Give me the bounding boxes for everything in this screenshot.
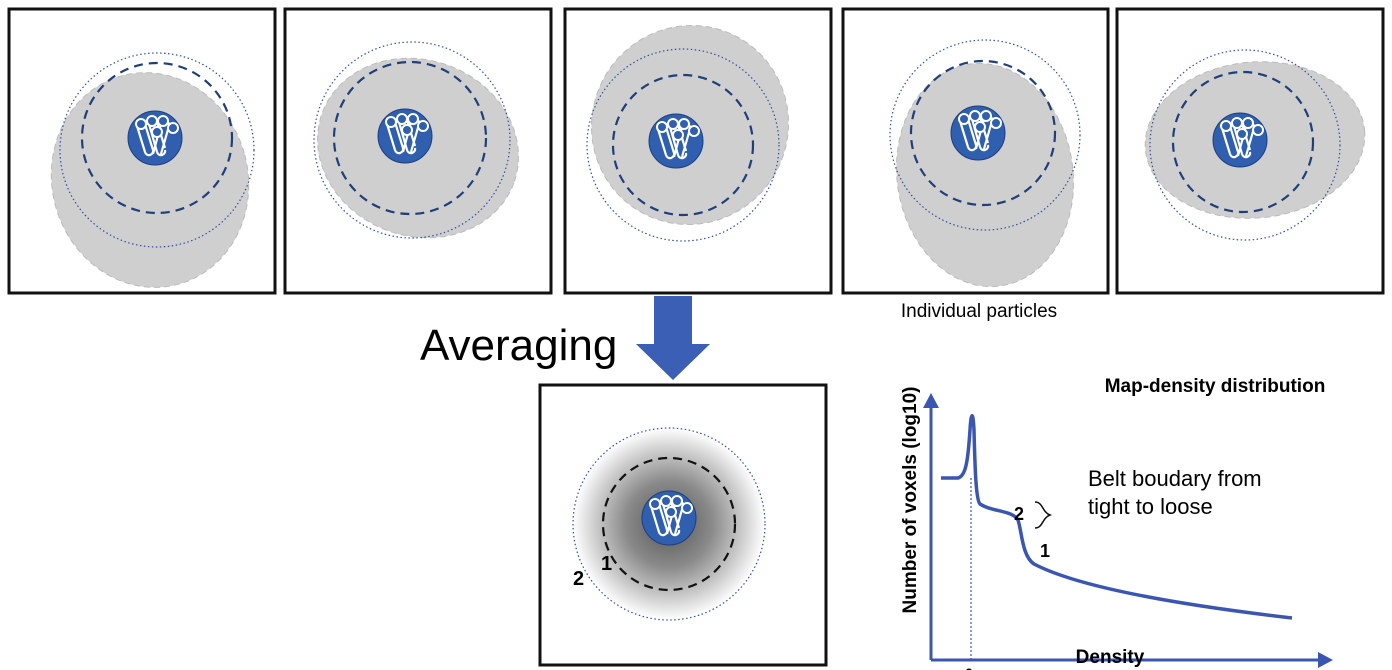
individual-particles-label: Individual particles (901, 301, 1057, 322)
inner-boundary-ring (601, 456, 737, 592)
plot-title: Map-density distribution (1105, 376, 1326, 397)
density-plot: Map-density distribution Number of voxel… (900, 376, 1333, 670)
down-arrow (636, 296, 710, 380)
particle-panel-5 (1115, 7, 1385, 295)
averaging-label: Averaging (420, 321, 617, 370)
curve-point-2: 2 (1014, 504, 1024, 524)
particle-panel-1 (7, 7, 277, 295)
annotation-brace (1034, 501, 1053, 529)
ring-label-1: 1 (601, 553, 612, 575)
averaged-panel: 1 2 (538, 383, 828, 667)
particle-panel-4 (841, 7, 1110, 295)
curve-point-1: 1 (1040, 541, 1050, 561)
density-curve (941, 414, 1293, 620)
x-axis-arrowhead (1318, 652, 1333, 668)
annotation-line-1: Belt boudary from (1088, 466, 1262, 491)
y-axis-label: Number of voxels (log10) (900, 387, 921, 614)
zero-tick-label: 0 (965, 665, 973, 670)
x-axis-label: Density (1076, 647, 1145, 668)
particle-panel-2 (283, 7, 553, 295)
particle-panel-3 (563, 7, 833, 295)
ring-label-2: 2 (573, 568, 584, 590)
y-axis-arrowhead (923, 393, 939, 408)
outer-boundary-ring (572, 427, 766, 621)
annotation-line-2: tight to loose (1088, 494, 1213, 519)
